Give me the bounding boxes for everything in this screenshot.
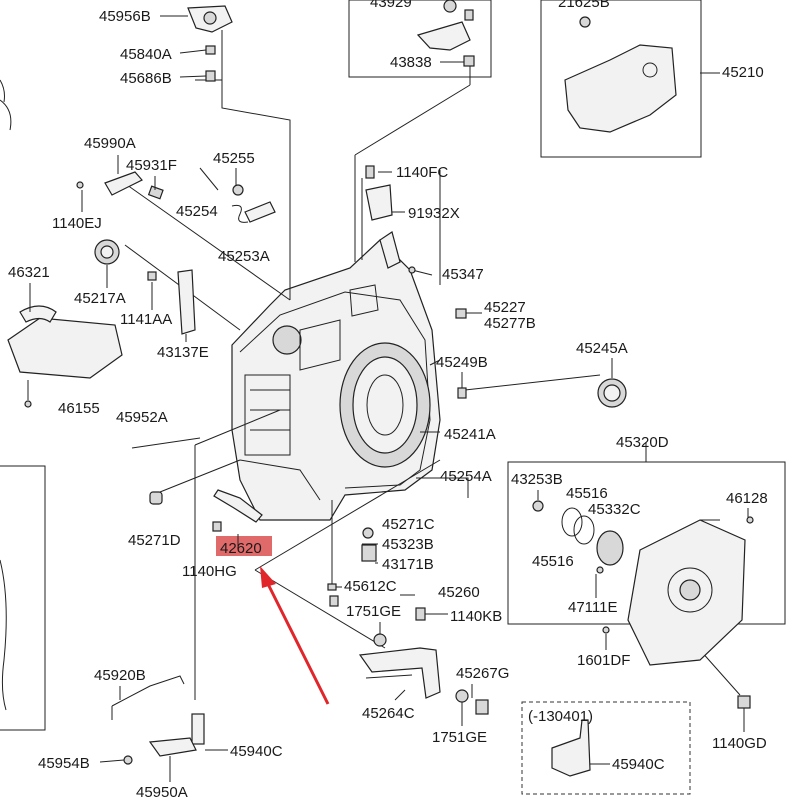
label-45245a: 45245A [576, 340, 628, 357]
label-45253a: 45253A [218, 248, 270, 265]
label-45990a: 45990A [84, 135, 136, 152]
label-1140kb: 1140KB [450, 608, 502, 625]
transmission-case [231, 231, 441, 521]
label-1141aa: 1141AA [120, 311, 172, 328]
label-45332c: 45332C [588, 501, 641, 518]
label-45267g: 45267G [456, 665, 509, 682]
label-45249b: 45249B [436, 354, 488, 371]
frame-130401-group [521, 701, 691, 795]
label-43253b: 43253B [511, 471, 563, 488]
label-45940c-boxed: 45940C [612, 756, 665, 773]
label-45277b: 45277B [484, 315, 536, 332]
label-45840a: 45840A [120, 46, 172, 63]
label-1140fc: 1140FC [396, 164, 448, 181]
label-45920b: 45920B [94, 667, 146, 684]
label-45254a: 45254A [440, 468, 492, 485]
label-1601df: 1601DF [577, 652, 630, 669]
label-130401: (-130401) [528, 708, 593, 725]
label-43171b: 43171B [382, 556, 434, 573]
label-45954b: 45954B [38, 755, 90, 772]
label-45241a: 45241A [444, 426, 496, 443]
partial-shape-left-top [0, 99, 12, 131]
label-43929: 43929 [370, 0, 412, 11]
highlight-42620 [216, 536, 272, 556]
label-45950a: 45950A [136, 784, 188, 800]
label-1140ej: 1140EJ [52, 215, 102, 232]
label-45516-top: 45516 [566, 485, 608, 502]
small-parts [7, 0, 754, 777]
label-1751ge-bottom: 1751GE [432, 729, 487, 746]
label-45323b: 45323B [382, 536, 434, 553]
label-45260: 45260 [438, 584, 480, 601]
label-1140hg: 1140HG [182, 563, 237, 580]
callout-labels: 45956B 45840A 45686B 43929 43838 21625B … [8, 0, 768, 801]
label-43137e: 43137E [157, 344, 209, 361]
label-45940c-main: 45940C [230, 743, 283, 760]
label-46321: 46321 [8, 264, 50, 281]
label-45952a: 45952A [116, 409, 168, 426]
label-43838: 43838 [390, 54, 432, 71]
label-46128: 46128 [726, 490, 768, 507]
label-45227: 45227 [484, 299, 526, 316]
label-45255: 45255 [213, 150, 255, 167]
frame-43838-group [348, 0, 492, 78]
label-45320d: 45320D [616, 434, 669, 451]
red-arrow [260, 566, 330, 705]
label-91932x: 91932X [408, 205, 460, 222]
label-45516-bottom: 45516 [532, 553, 574, 570]
label-leaders [29, 15, 749, 782]
label-1751ge-top: 1751GE [346, 603, 401, 620]
label-45956b: 45956B [99, 8, 151, 25]
label-45210: 45210 [722, 64, 764, 81]
label-45271c: 45271C [382, 516, 435, 533]
label-45347: 45347 [442, 266, 484, 283]
label-42620: 42620 [220, 540, 262, 557]
label-45264c: 45264C [362, 705, 415, 722]
frame-left-partial [0, 465, 46, 731]
frame-45210-group [540, 0, 702, 158]
label-45217a: 45217A [74, 290, 126, 307]
label-46155: 46155 [58, 400, 100, 417]
label-45254: 45254 [176, 203, 218, 220]
label-47111e: 47111E [568, 599, 618, 616]
label-21625b: 21625B [558, 0, 610, 11]
label-1140gd: 1140GD [712, 735, 767, 752]
label-45612c: 45612C [344, 578, 397, 595]
label-45686b: 45686B [120, 70, 172, 87]
partial-shape-left-bottom [0, 559, 7, 711]
partial-shape-left-top2 [0, 79, 5, 103]
label-45271d: 45271D [128, 532, 181, 549]
label-45931f: 45931F [126, 157, 177, 174]
